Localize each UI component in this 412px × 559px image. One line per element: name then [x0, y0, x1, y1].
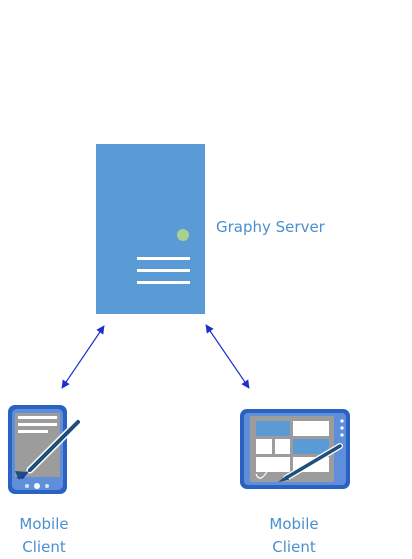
client-label-left-line2: Client	[22, 538, 66, 556]
tablet-icon	[240, 409, 350, 489]
client-label-right: Mobile Client	[234, 513, 354, 559]
client-label-right-line2: Client	[272, 538, 316, 556]
server-icon	[96, 144, 205, 314]
pda-icon	[8, 405, 82, 494]
server-label: Graphy Server	[216, 218, 325, 236]
connector-server-tablet	[205, 324, 250, 389]
connector-server-pda	[61, 325, 105, 389]
server-status-light	[177, 229, 189, 241]
client-label-right-line1: Mobile	[269, 515, 319, 533]
client-label-left-line1: Mobile	[19, 515, 69, 533]
client-label-left: Mobile Client	[0, 513, 104, 559]
